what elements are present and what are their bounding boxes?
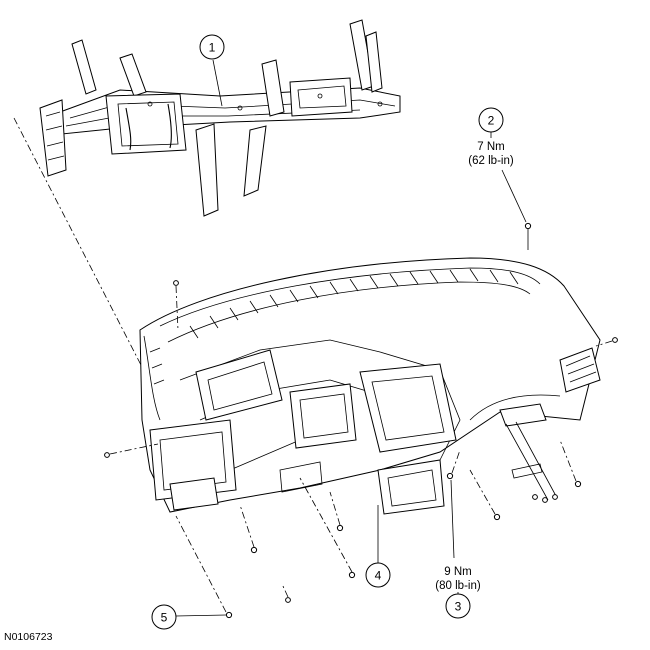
nut-lower-right-1 <box>469 469 501 521</box>
callout-1-leader <box>212 59 223 107</box>
callout-3: 9 Nm (80 lb-in) 3 <box>435 479 481 619</box>
cross-car-beam <box>39 19 401 217</box>
nut-lower-2 <box>329 491 344 532</box>
callout-3-torque-imperial: (80 lb-in) <box>435 580 481 592</box>
callout-4: 4 <box>365 505 391 588</box>
callout-5-number: 5 <box>161 611 168 625</box>
nut-item-5 <box>175 515 233 619</box>
callout-2: 2 7 Nm (62 lb-in) <box>468 107 527 223</box>
bolt-top-left <box>173 280 179 331</box>
bolt-item-2 <box>524 222 532 250</box>
callout-2-torque-metric: 7 Nm <box>477 141 504 153</box>
figure-reference-id: N0106723 <box>4 631 53 643</box>
callout-2-torque-imperial: (62 lb-in) <box>468 155 514 167</box>
fasteners <box>104 222 618 619</box>
nut-lower-right-3 <box>542 497 548 503</box>
callout-5: 5 <box>151 604 227 630</box>
nut-lower-1 <box>239 504 258 554</box>
callout-2-number: 2 <box>488 114 495 128</box>
callout-1-number: 1 <box>209 41 216 55</box>
nut-lower-right-2 <box>532 494 538 500</box>
callout-4-number: 4 <box>375 569 382 583</box>
nut-lower-right-4 <box>552 494 558 500</box>
bolt-item-3 <box>446 449 461 480</box>
alignment-line-left <box>13 117 161 403</box>
callout-3-torque-metric: 9 Nm <box>444 566 471 578</box>
callout-1: 1 <box>199 34 225 60</box>
instrument-panel <box>139 257 601 515</box>
nut-lower-4 <box>281 583 291 603</box>
defroster-vent-slats <box>189 268 519 339</box>
nut-lower-3 <box>299 477 356 579</box>
bolt-left-side <box>104 443 159 458</box>
nut-far-right <box>559 439 582 488</box>
callout-3-number: 3 <box>455 600 462 614</box>
bolt-right-edge <box>595 337 618 347</box>
